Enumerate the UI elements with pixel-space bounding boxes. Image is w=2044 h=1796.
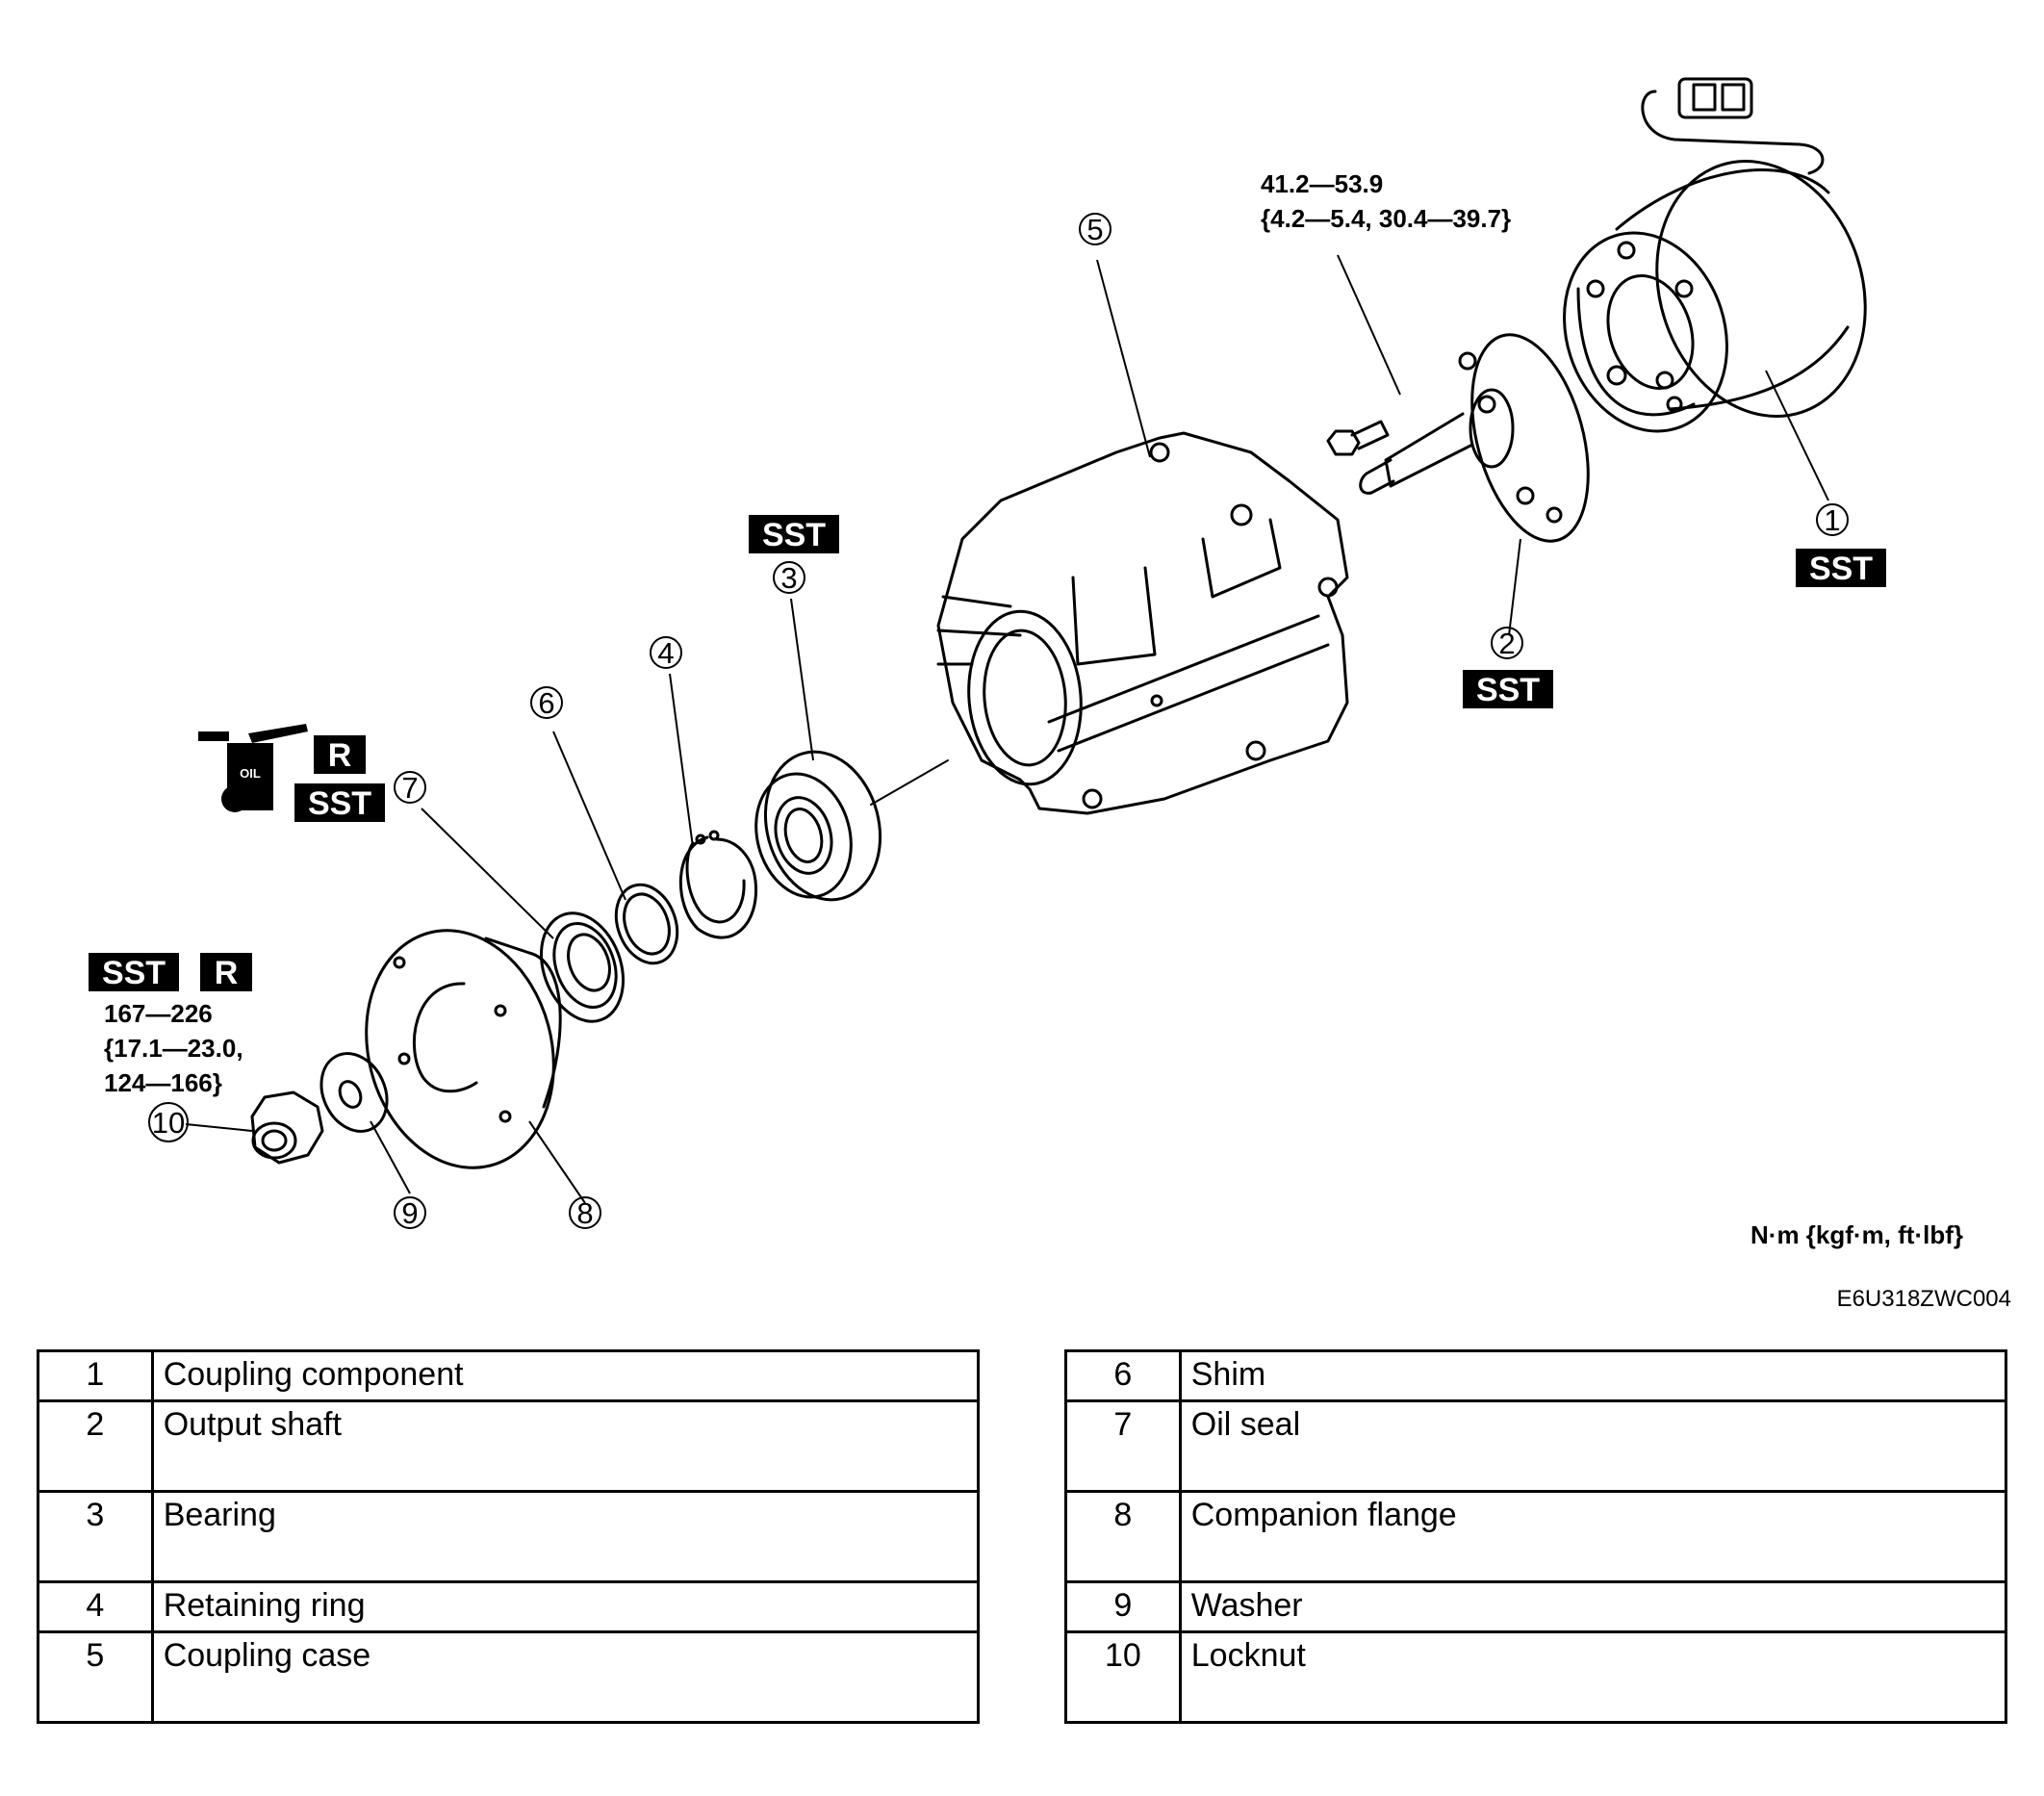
figure-code: E6U318ZWC004 [1836, 1286, 2011, 1312]
sst-badge-locknut: SST [89, 953, 179, 991]
svg-text:5: 5 [1086, 213, 1103, 246]
part-name: Locknut [1178, 1630, 2008, 1724]
svg-text:8: 8 [576, 1196, 593, 1230]
svg-text:OIL: OIL [240, 766, 261, 781]
svg-text:2: 2 [1498, 627, 1515, 660]
callout-10: 10 [148, 1102, 189, 1142]
svg-text:1: 1 [1824, 503, 1840, 537]
sst-badge-oil-seal: SST [294, 783, 385, 822]
oil-seal-drawing [539, 911, 626, 1023]
part-number: 7 [1064, 1399, 1182, 1493]
svg-text:R: R [328, 737, 352, 774]
part-name: Washer [1178, 1580, 2008, 1633]
table-row: 10 Locknut [1064, 1630, 2008, 1724]
table-row: 3 Bearing [37, 1490, 981, 1583]
table-row: 2 Output shaft [37, 1399, 981, 1493]
table-row: 9 Washer [1064, 1580, 2008, 1633]
svg-text:167—226: 167—226 [104, 999, 213, 1028]
callout-5: 5 [1079, 213, 1111, 246]
svg-text:124—166}: 124—166} [104, 1068, 222, 1097]
washer-drawing [319, 1052, 389, 1133]
oil-can-icon: OIL [198, 724, 308, 812]
callout-3: 3 [773, 561, 805, 595]
svg-text:9: 9 [401, 1196, 418, 1230]
table-row: 4 Retaining ring [37, 1580, 981, 1633]
table-row: 6 Shim [1064, 1349, 2008, 1402]
bearing-drawing [754, 750, 949, 902]
svg-text:SST: SST [762, 517, 826, 553]
table-row: 7 Oil seal [1064, 1399, 2008, 1493]
svg-text:41.2—53.9: 41.2—53.9 [1261, 169, 1383, 198]
output-shaft-drawing [1326, 333, 1590, 543]
coupling-component-drawing [1563, 77, 1867, 433]
leader-lines [185, 254, 1829, 1204]
callout-1: 1 [1816, 503, 1849, 537]
part-number: 1 [37, 1349, 154, 1402]
part-number: 3 [37, 1490, 154, 1583]
companion-flange-drawing [365, 929, 562, 1169]
shim-drawing [614, 883, 679, 965]
callout-9: 9 [394, 1196, 426, 1230]
replace-badge-locknut: R [200, 953, 252, 991]
callout-8: 8 [569, 1196, 601, 1230]
locknut-drawing [250, 1090, 324, 1165]
callout-7: 7 [394, 771, 426, 805]
part-name: Companion flange [1178, 1490, 2008, 1583]
table-row: 5 Coupling case [37, 1630, 981, 1724]
part-number: 6 [1064, 1349, 1182, 1402]
callout-4: 4 [650, 636, 682, 670]
svg-text:7: 7 [401, 771, 418, 805]
torque-label-output-shaft-bolt: 41.2—53.9 {4.2—5.4, 30.4—39.7} [1261, 169, 1511, 233]
retaining-ring-drawing [678, 830, 758, 939]
svg-text:SST: SST [102, 955, 166, 991]
part-name: Shim [1178, 1349, 2008, 1402]
part-number: 9 [1064, 1580, 1182, 1633]
table-row: 1 Coupling component [37, 1349, 981, 1402]
parts-table-right: 6 Shim 7 Oil seal 8 Companion flange 9 W… [1064, 1349, 2008, 1724]
part-number: 10 [1064, 1630, 1182, 1724]
svg-text:SST: SST [1809, 551, 1873, 587]
torque-units-label: N·m {kgf·m, ft·lbf} [1750, 1220, 1963, 1249]
part-number: 5 [37, 1630, 154, 1724]
part-number: 8 [1064, 1490, 1182, 1583]
part-number: 4 [37, 1580, 154, 1633]
part-name: Coupling component [150, 1349, 981, 1402]
torque-label-locknut: 167—226 {17.1—23.0, 124—166} [104, 999, 243, 1097]
svg-text:SST: SST [308, 785, 371, 822]
sst-badge-part-2: SST [1463, 670, 1553, 708]
callout-2: 2 [1491, 627, 1523, 660]
svg-text:{17.1—23.0,: {17.1—23.0, [104, 1034, 243, 1063]
svg-text:R: R [215, 955, 239, 991]
svg-text:10: 10 [152, 1106, 185, 1140]
callout-6: 6 [530, 686, 563, 720]
replace-badge-oil-seal: R [314, 735, 366, 774]
part-number: 2 [37, 1399, 154, 1493]
svg-text:4: 4 [657, 636, 674, 670]
sst-badge-part-3: SST [749, 515, 839, 553]
sst-badge-part-1: SST [1796, 549, 1886, 587]
coupling-case-drawing [936, 431, 1349, 815]
part-name: Coupling case [150, 1630, 981, 1724]
part-name: Bearing [150, 1490, 981, 1583]
svg-text:{4.2—5.4, 30.4—39.7}: {4.2—5.4, 30.4—39.7} [1261, 204, 1511, 233]
svg-text:3: 3 [780, 561, 797, 595]
part-name: Oil seal [1178, 1399, 2008, 1493]
svg-text:SST: SST [1476, 672, 1540, 708]
part-name: Retaining ring [150, 1580, 981, 1633]
exploded-view-diagram: 1 2 3 4 5 6 7 8 9 10 SST SST [89, 77, 1886, 1230]
part-name: Output shaft [150, 1399, 981, 1493]
parts-table-left: 1 Coupling component 2 Output shaft 3 Be… [37, 1349, 981, 1724]
table-row: 8 Companion flange [1064, 1490, 2008, 1583]
svg-text:6: 6 [538, 686, 554, 720]
